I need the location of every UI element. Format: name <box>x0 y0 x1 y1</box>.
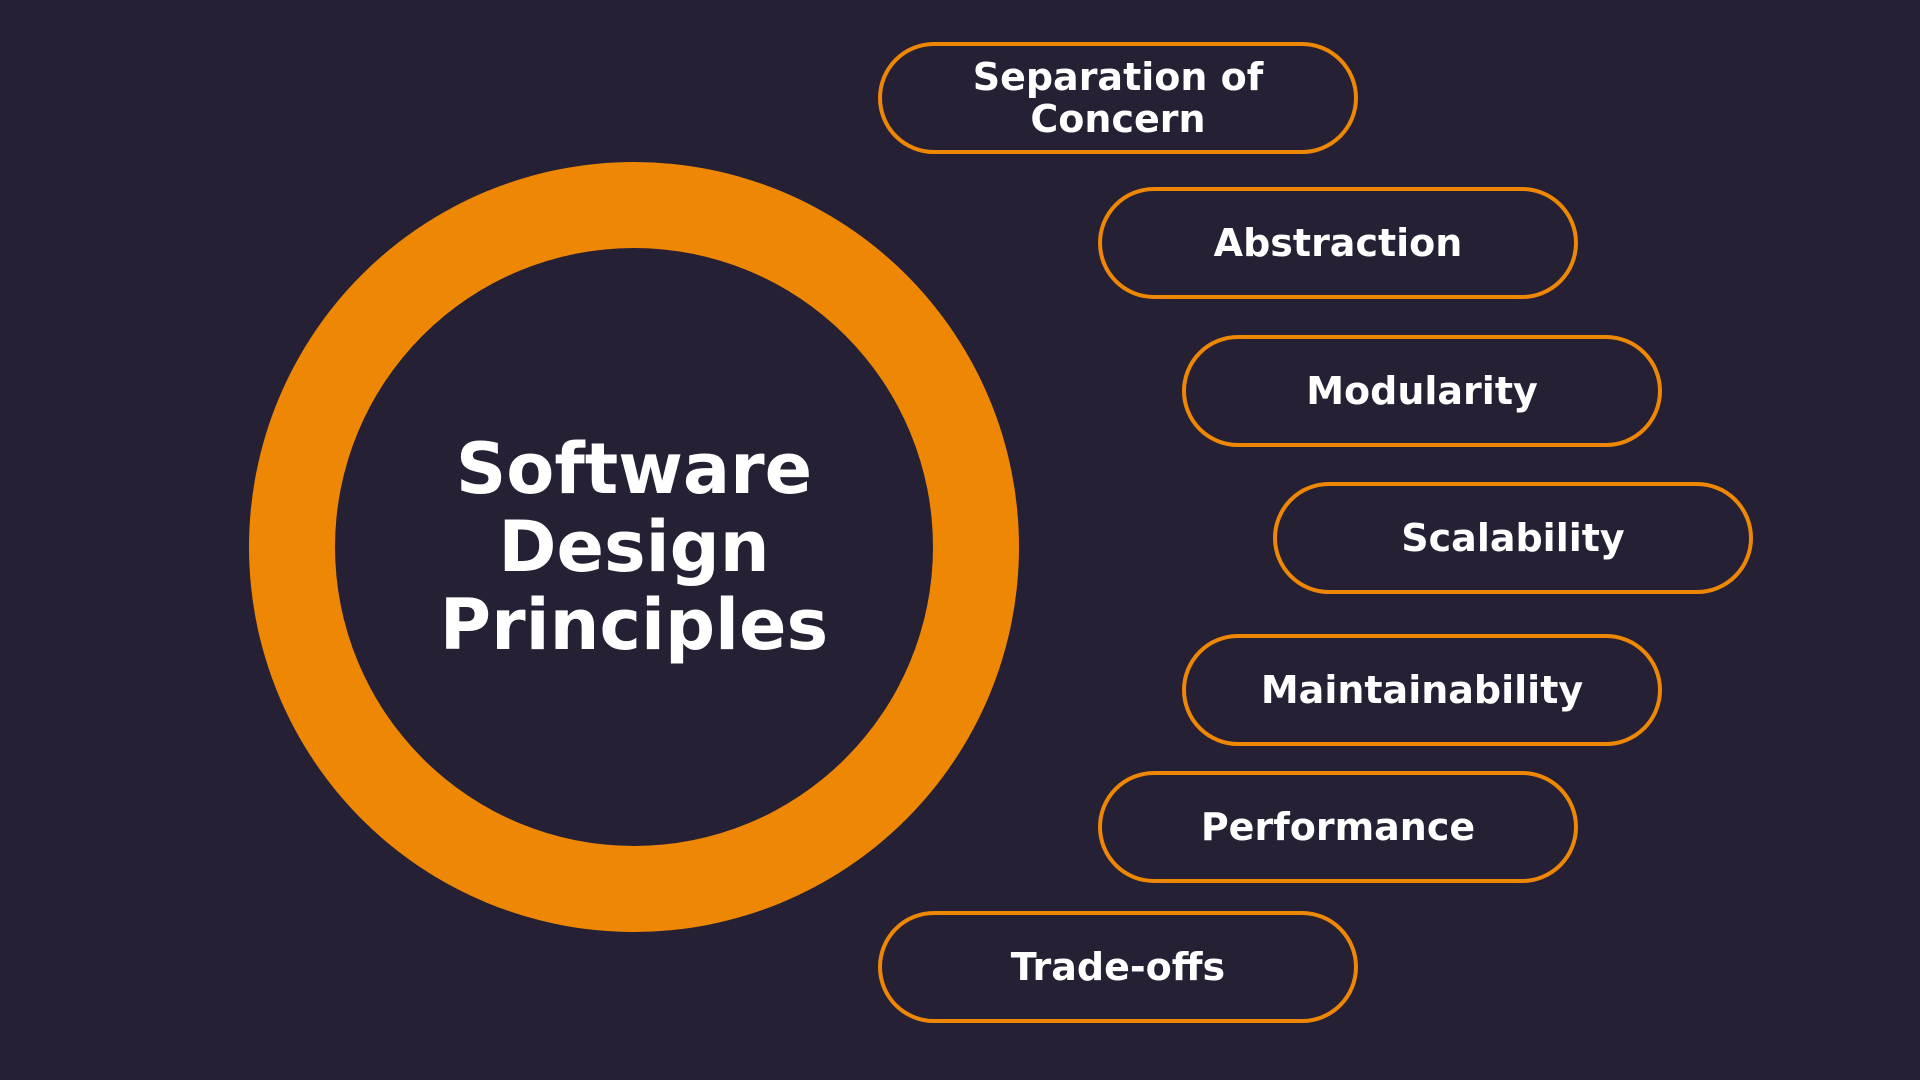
center-circle: Software Design Principles <box>335 248 933 846</box>
principle-maintainability: Maintainability <box>1182 634 1662 746</box>
principle-abstraction: Abstraction <box>1098 187 1578 299</box>
principle-modularity: Modularity <box>1182 335 1662 447</box>
principle-scalability: Scalability <box>1273 482 1753 594</box>
principle-separation-of-concern: Separation of Concern <box>878 42 1358 154</box>
principle-trade-offs: Trade-offs <box>878 911 1358 1023</box>
center-ring: Software Design Principles <box>249 162 1019 932</box>
center-title: Software Design Principles <box>439 428 829 666</box>
principle-performance: Performance <box>1098 771 1578 883</box>
